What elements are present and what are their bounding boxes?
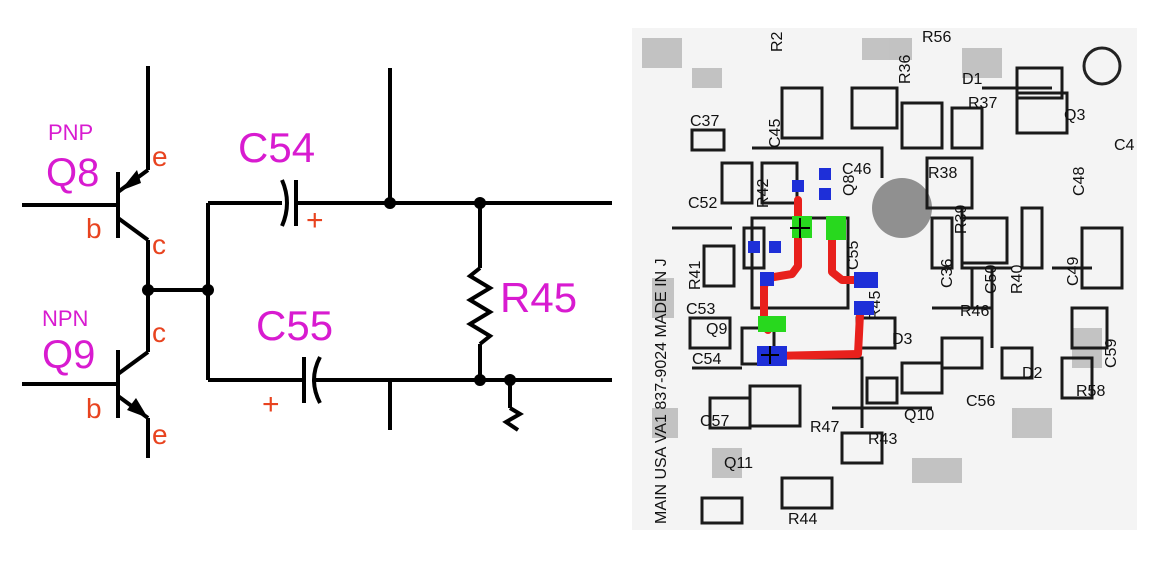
pcb-ring-pad [1082, 46, 1122, 86]
pcb-label-c37: C37 [690, 113, 719, 130]
pcb-label-c48: C48 [1071, 167, 1088, 196]
r45-label: R45 [500, 274, 577, 321]
pcb-label-r37: R37 [968, 95, 997, 112]
q9-pin-c: c [152, 317, 166, 348]
pcb-label-r44: R44 [788, 511, 817, 528]
pcb-label-r56: R56 [922, 29, 951, 46]
pcb-label-c46: C46 [842, 161, 871, 178]
junction-dot [474, 197, 486, 209]
pcb-label-c54: C54 [692, 351, 721, 368]
pcb-label-d1: D1 [962, 71, 983, 88]
pcb-trace-r45 [768, 310, 864, 360]
q9-pin-e: e [152, 419, 168, 450]
pcb-label-r40: R40 [1009, 265, 1026, 294]
junction-dot [384, 197, 396, 209]
pcb-label-r43: R43 [868, 431, 897, 448]
pcb-label-c57: C57 [700, 413, 729, 430]
pcb-label-q11: Q11 [724, 455, 753, 472]
q9-name-label: Q9 [42, 333, 95, 377]
pcb-green-pads [758, 216, 846, 332]
pcb-label-c50: C50 [983, 265, 1000, 294]
pcb-label-c4: C4 [1114, 137, 1135, 154]
q8-name-label: Q8 [46, 151, 99, 195]
pcb-label-d3: D3 [892, 331, 913, 348]
pcb-label-d2: D2 [1022, 365, 1043, 382]
pcb-mount-hole [872, 178, 932, 238]
pcb-label-c36: C36 [939, 259, 956, 288]
junction-dot [474, 374, 486, 386]
q9-collector-lead [116, 350, 150, 376]
pcb-label-r47: R47 [810, 419, 839, 436]
pcb-trace-c55 [828, 222, 862, 284]
pcb-label-r39: R39 [953, 205, 970, 234]
pcb-copper-lines [672, 86, 1092, 428]
transistor-q8 [22, 66, 150, 290]
pcb-label-r42: R42 [755, 179, 772, 208]
q9-type-label: NPN [42, 306, 88, 331]
q8-emitter-arrow [120, 170, 141, 191]
transistor-q9 [22, 290, 150, 458]
c54-curved-plate [280, 179, 289, 227]
pcb-label-c59: C59 [1103, 339, 1120, 368]
q8-pin-c: c [152, 229, 166, 260]
pcb-label-c55: C55 [845, 241, 862, 270]
pcb-background [632, 28, 1137, 530]
c54-polarity: + [306, 204, 324, 237]
pcb-noise-texture [642, 38, 1102, 483]
q8-pin-b: b [86, 213, 102, 244]
pcb-label-r41: R41 [687, 261, 704, 290]
r45-resistor-zigzag [466, 266, 494, 346]
pcb-label-c53: C53 [686, 301, 715, 318]
pcb-label-c45: C45 [767, 119, 784, 148]
pcb-label-c52: C52 [688, 195, 717, 212]
pcb-label-q8: Q8 [841, 175, 858, 196]
pcb-label-r38: R38 [928, 165, 957, 182]
pcb-label-c56: C56 [966, 393, 995, 410]
pcb-label-c49: C49 [1065, 257, 1082, 286]
pcb-label-r36: R36 [897, 55, 914, 84]
extra-resistor-zigzag [502, 406, 524, 432]
pcb-label-q3: Q3 [1064, 107, 1085, 124]
pcb-label-r2: R2 [769, 31, 786, 52]
junction-dot [142, 284, 154, 296]
c54-label: C54 [238, 124, 315, 171]
pcb-positive-markers [761, 218, 810, 364]
q9-pin-b: b [86, 393, 102, 424]
q9-emitter-arrow [127, 398, 148, 418]
q8-type-label: PNP [48, 120, 93, 145]
schematic-diagram: PNP Q8 e b c NPN Q9 c b e C54 + C55 + R4… [22, 66, 612, 458]
c55-polarity: + [262, 388, 280, 421]
pcb-label-q10: Q10 [904, 407, 934, 424]
pcb-label-r58: R58 [1076, 383, 1105, 400]
c55-label: C55 [256, 302, 333, 349]
pcb-label-q9: Q9 [706, 321, 727, 338]
q8-collector-lead [116, 216, 150, 242]
pcb-board-text: MAIN USA VA1 837-9024 MADE IN J [653, 258, 670, 524]
pcb-label-r46: R46 [960, 303, 989, 320]
q8-pin-e: e [152, 141, 168, 172]
